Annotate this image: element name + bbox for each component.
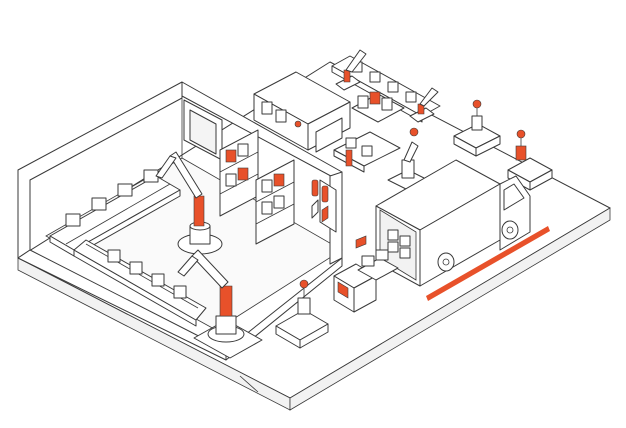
fire-extinguisher-icon xyxy=(311,179,319,197)
conveyor-boxes xyxy=(65,169,187,299)
location-pin-icon xyxy=(472,99,482,109)
conveyor-line xyxy=(49,169,207,327)
robot-arm-1 xyxy=(155,151,223,255)
location-pin-icon xyxy=(299,279,309,289)
pallet-stack xyxy=(351,91,405,123)
agv-robot-3 xyxy=(275,279,329,349)
agv-robot-1 xyxy=(453,99,501,157)
floor-safety-stripe xyxy=(426,226,550,301)
storage-racks xyxy=(219,129,295,245)
safety-equipment xyxy=(311,179,329,223)
warning-sign-icon xyxy=(311,199,319,219)
location-pin-icon xyxy=(409,127,419,137)
location-pin-icon xyxy=(516,129,526,139)
forklift xyxy=(333,249,399,313)
delivery-truck xyxy=(355,159,531,287)
robot-arm-2 xyxy=(177,249,263,359)
warning-sign-icon xyxy=(321,205,329,223)
loading-conveyor xyxy=(333,131,401,173)
agv-robot-2 xyxy=(507,129,553,191)
control-panel xyxy=(253,71,351,153)
fire-extinguisher-icon xyxy=(321,185,329,203)
